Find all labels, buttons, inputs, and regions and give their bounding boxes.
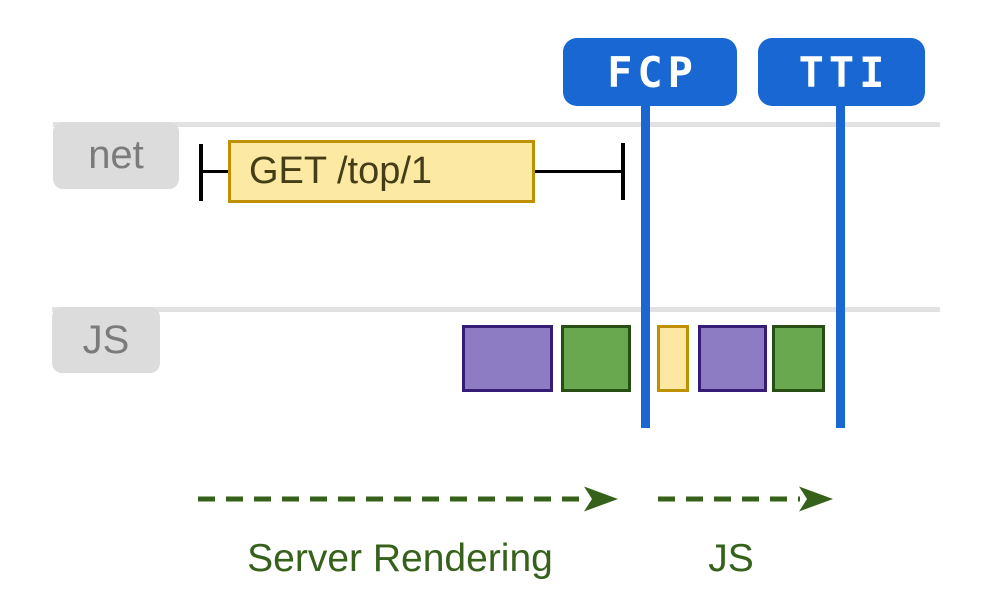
green-task-block — [561, 325, 631, 392]
network-request-bar: GET /top/1 — [228, 140, 535, 203]
request-start-tick — [199, 144, 203, 201]
request-end-tick — [621, 143, 625, 200]
js-phase-label: JS — [708, 537, 754, 580]
tti-marker-line — [836, 100, 845, 428]
purple-task-block — [698, 325, 767, 392]
js-track-label: JS — [52, 307, 160, 373]
fcp-badge: FCP — [563, 38, 737, 106]
purple-task-block — [462, 325, 553, 392]
server-rendering-arrow-head — [584, 486, 618, 512]
net-track-label: net — [53, 122, 179, 189]
green-task-block — [772, 325, 825, 392]
js-phase-arrow-head — [799, 486, 833, 512]
yellow-task-block — [657, 325, 689, 392]
tti-badge: TTI — [758, 38, 925, 106]
server-rendering-phase-label: Server Rendering — [247, 537, 553, 580]
fcp-marker-line — [641, 100, 650, 428]
net-track-baseline — [53, 122, 940, 127]
js-track-baseline — [52, 307, 940, 312]
